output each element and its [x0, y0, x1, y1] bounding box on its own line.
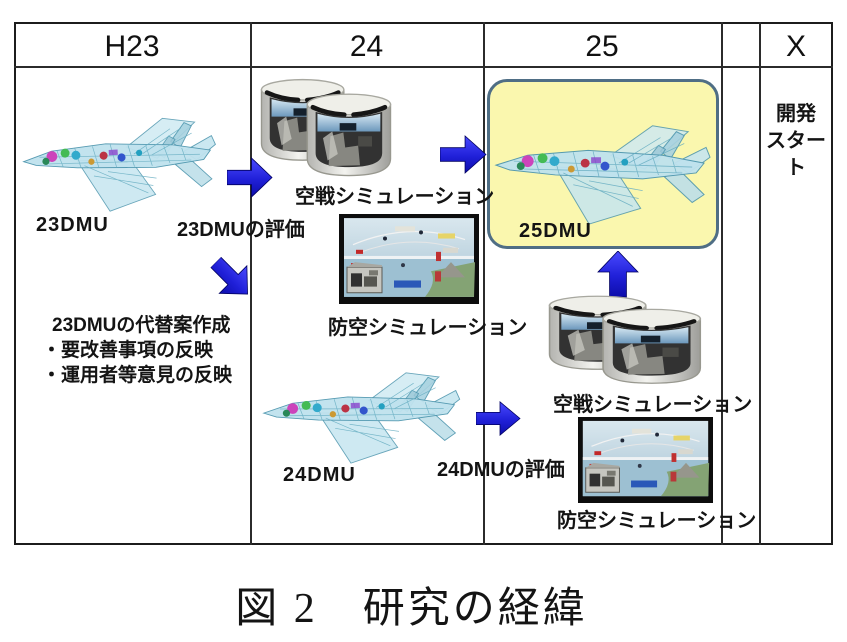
- label-24dmu: 24DMU: [283, 464, 356, 486]
- header-cell-x: X: [785, 30, 806, 63]
- label-25dmu: 25DMU: [519, 220, 592, 242]
- label-eval-24dmu: 24DMUの評価: [437, 459, 565, 481]
- label-eval-23dmu: 23DMUの評価: [177, 219, 305, 241]
- air-combat-simulator-image-fy24: [255, 75, 398, 183]
- label-air-defense-sim-fy25: 防空シミュレーション: [557, 510, 757, 532]
- revision-title: 23DMUの代替案作成: [52, 315, 231, 336]
- air-combat-simulator-image-fy25: [542, 292, 709, 390]
- label-23dmu: 23DMU: [36, 214, 109, 236]
- header-cell-25: 25: [585, 30, 619, 63]
- label-air-combat-sim-fy24: 空戦シミュレーション: [295, 186, 495, 208]
- figure-caption: 図 2 研究の経緯: [235, 586, 588, 632]
- timeline-table-frame: [14, 22, 833, 545]
- dev-start-label: 開発 スタート: [759, 101, 833, 182]
- revision-bullet-2: ・運用者等意見の反映: [42, 365, 233, 386]
- aircraft-23dmu-image: [19, 103, 220, 221]
- arrow-sim-to-25dmu-up-icon: [597, 251, 639, 298]
- column-divider-3: [721, 22, 723, 545]
- revision-text-block: 23DMUの代替案作成 ・要改善事項の反映 ・運用者等意見の反映: [42, 313, 232, 388]
- column-divider-1: [250, 22, 252, 545]
- dev-start-line1: 開発: [776, 103, 816, 125]
- header-cell-spacer: [721, 29, 759, 65]
- arrow-24dmu-to-sim-icon: [476, 401, 521, 436]
- aircraft-24dmu-image: [260, 359, 464, 472]
- air-defense-sim-image-fy24: [339, 214, 479, 304]
- arrow-eval-to-25dmu-icon: [440, 135, 487, 174]
- aircraft-25dmu-image: [494, 112, 712, 230]
- revision-bullet-1: ・要改善事項の反映: [42, 340, 214, 361]
- header-cell-24: 24: [349, 30, 384, 63]
- column-divider-2: [483, 22, 485, 545]
- header-cell-h23: H23: [104, 30, 160, 63]
- header-divider-line: [14, 66, 833, 68]
- column-divider-4: [759, 22, 761, 545]
- label-air-combat-sim-fy25: 空戦シミュレーション: [553, 394, 753, 416]
- air-defense-sim-image-fy25: [578, 417, 713, 503]
- label-air-defense-sim-fy24: 防空シミュレーション: [328, 317, 528, 339]
- dev-start-line2: スタート: [766, 130, 826, 179]
